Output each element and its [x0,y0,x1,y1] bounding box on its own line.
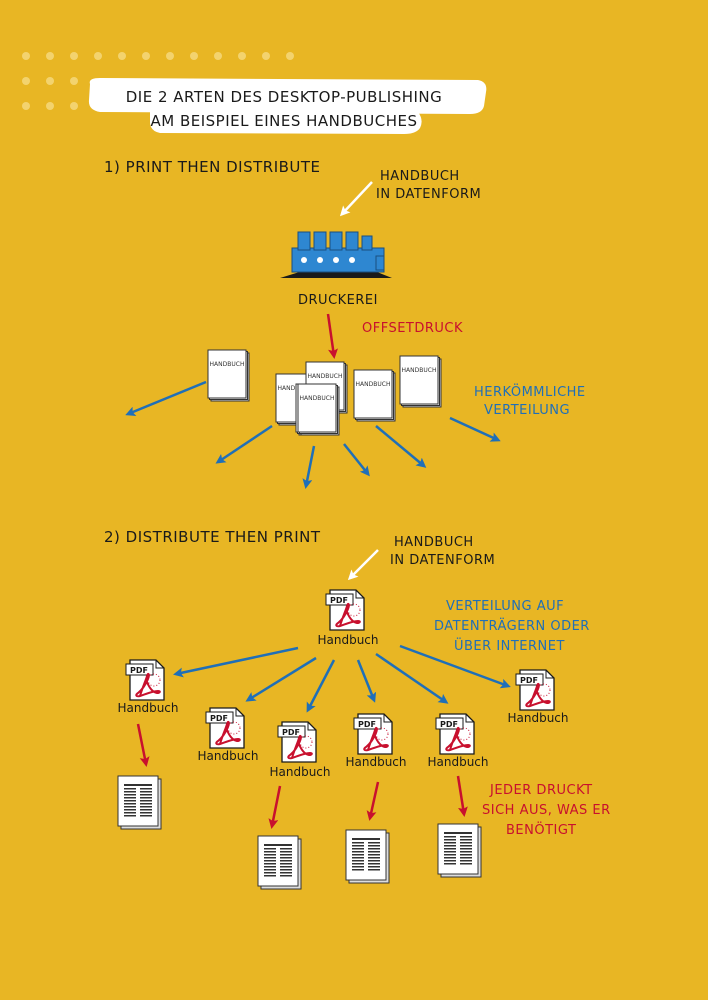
pdf-file-icon: PDF [277,721,317,763]
pdf-tag: PDF [130,666,148,675]
section-2-source-arrow [347,549,379,581]
section-1-source-line-2: IN DATENFORM [376,187,481,202]
booklet-stack: HANDBUCH [275,373,318,426]
file-label: Handbuch [345,755,406,769]
booklet-stack: HANDBUCH [297,383,340,436]
pdf-tag: PDF [210,714,228,723]
printing-press-icon [280,231,392,278]
distribution-arrows [173,644,511,713]
print-label-line-2: SICH AUS, WAS ER [482,803,611,818]
print-arrows [136,723,468,829]
printed-document [257,835,302,890]
pdf-file-icon: PDF [435,713,475,755]
print-label-line-1: JEDER DRUCKT [489,783,593,798]
booklet-label: HANDBUCH [308,373,343,380]
file-label: Handbuch [197,749,258,763]
file-label: Handbuch [269,765,330,779]
section-1-heading: 1) PRINT THEN DISTRIBUTE [104,158,321,176]
section-2-heading: 2) DISTRIBUTE THEN PRINT [104,528,321,546]
file-label: Handbuch [427,755,488,769]
booklet-label: HANDBUCH [356,381,391,388]
offset-arrow [326,313,338,359]
pdf-file-icon: PDF [325,589,365,631]
pdf-file-icon: PDF [205,707,245,749]
printed-document [345,829,390,884]
pdf-tag: PDF [330,596,348,605]
pdf-tag: PDF [358,720,376,729]
booklet-label: HANDBUCH [278,385,313,392]
pdf-file-icon: PDF [353,713,393,755]
booklet-stack: HANDBUCH [305,361,348,414]
offset-label: OFFSETDRUCK [362,321,463,336]
pdf-tag: PDF [520,676,538,685]
section-2-source-line-1: HANDBUCH [394,535,474,550]
distribution-label-line-2: DATENTRÄGERN ODER [434,618,590,634]
booklet-stack: HANDBUCH [353,369,396,422]
booklet-label: HANDBUCH [402,367,437,374]
distribution-label-line-1: HERKÖMMLICHE [474,383,586,400]
pdf-file-icon: PDF [515,669,555,711]
file-label: Handbuch [507,711,568,725]
title-banner: DIE 2 ARTEN DES DESKTOP-PUBLISHING AM BE… [88,78,487,134]
title-line-2: AM BEISPIEL EINES HANDBUCHES [151,112,418,130]
pdf-tag: PDF [440,720,458,729]
distribution-label-line-3: ÜBER INTERNET [454,637,565,654]
press-label: DRUCKEREI [298,293,378,308]
distribution-arrows [125,380,501,489]
distribution-label-line-2: VERTEILUNG [484,403,570,418]
printed-document [437,823,482,878]
pdf-tag: PDF [282,728,300,737]
print-label-line-3: BENÖTIGT [506,821,576,838]
file-label: Handbuch [317,633,378,647]
title-line-1: DIE 2 ARTEN DES DESKTOP-PUBLISHING [126,88,443,106]
distribution-label-line-1: VERTEILUNG AUF [446,599,564,614]
section-1-source-arrow [339,181,373,217]
booklet-label: HANDBUCH [210,361,245,368]
section-1-source-line-1: HANDBUCH [380,169,460,184]
printed-document [117,775,162,830]
booklet-stack: HANDBUCH [399,355,442,408]
decorative-dots [22,52,294,110]
file-label: Handbuch [117,701,178,715]
booklet-label: HANDBUCH [300,395,335,402]
pdf-file-icon: PDF [125,659,165,701]
booklet-stack: HANDBUCH [207,349,250,402]
section-2-source-line-2: IN DATENFORM [390,553,495,568]
